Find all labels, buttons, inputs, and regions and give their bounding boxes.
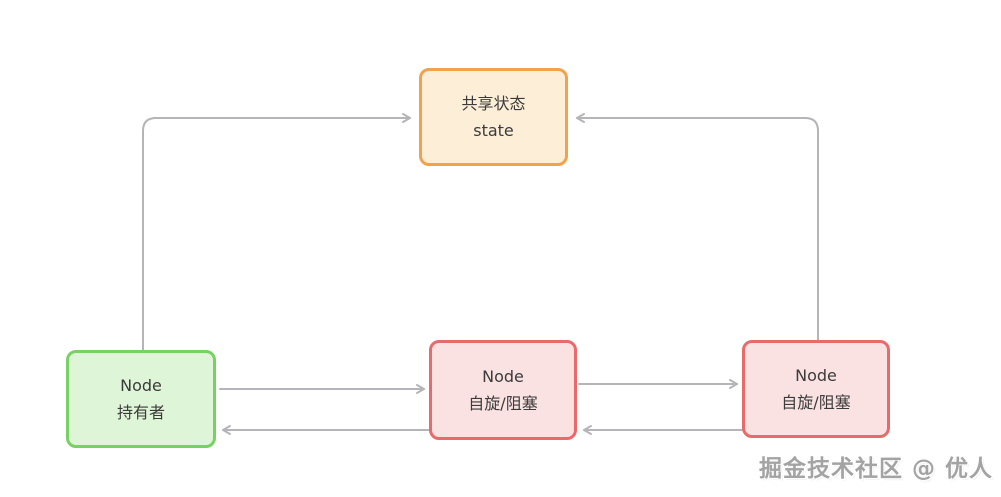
node-shared-state-title: 共享状态 [461, 94, 526, 113]
edge-holder-to-state [142, 113, 411, 351]
node-spin-right-subtitle: 自旋/阻塞 [781, 393, 851, 412]
node-shared-state-subtitle: state [473, 121, 514, 140]
node-spin-right: Node 自旋/阻塞 [742, 340, 890, 438]
node-holder-subtitle: 持有者 [116, 403, 165, 422]
edge-spin-right-to-state [576, 113, 819, 341]
node-shared-state: 共享状态 state [419, 68, 568, 166]
node-spin-middle: Node 自旋/阻塞 [429, 340, 577, 440]
node-spin-right-title: Node [795, 366, 837, 385]
node-spin-middle-subtitle: 自旋/阻塞 [468, 394, 538, 413]
watermark: 掘金技术社区 @ 优人 [758, 456, 993, 482]
node-holder: Node 持有者 [66, 350, 216, 448]
node-holder-title: Node [120, 376, 162, 395]
node-spin-middle-title: Node [482, 367, 524, 386]
